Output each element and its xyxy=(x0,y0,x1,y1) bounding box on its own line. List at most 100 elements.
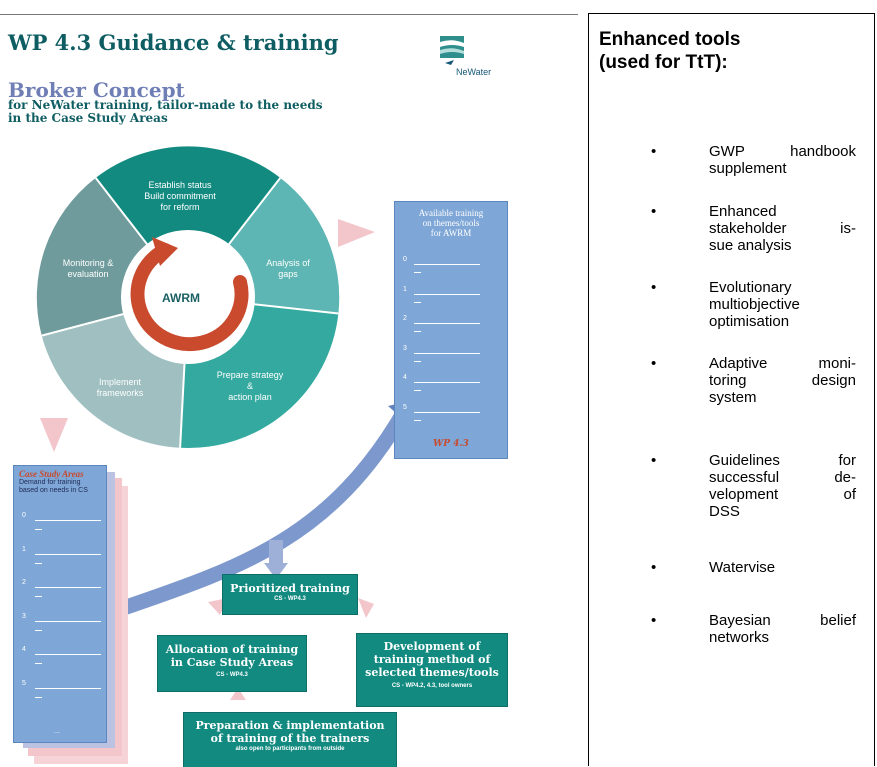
tool-item-line: optimisation xyxy=(709,313,790,330)
allocation-line-2: in Case Study Areas xyxy=(170,656,294,669)
subtitle-description: for NeWater training, tailor-made to the… xyxy=(8,99,428,125)
bullet-icon: • xyxy=(651,203,657,220)
development-line-2: training method of xyxy=(373,653,491,666)
tool-item-line: stakeholder is- xyxy=(709,220,856,237)
case-row-5: 5 xyxy=(22,679,26,687)
tool-item-line: velopment of xyxy=(709,486,856,503)
awrm-circular-arrow xyxy=(130,243,249,352)
allocation-line-1: Allocation of training xyxy=(165,643,299,656)
bullet-icon: • xyxy=(651,355,657,372)
case-row-0: 0 xyxy=(22,512,26,519)
available-row-line xyxy=(414,323,480,324)
case-row-line xyxy=(35,620,101,622)
available-row-dash xyxy=(414,360,421,362)
tool-item-line: Watervise xyxy=(709,559,776,576)
available-training-title: Available training on themes/tools for A… xyxy=(418,208,484,238)
prioritized-training-label: Prioritized training xyxy=(230,582,350,595)
case-dots: ... xyxy=(54,728,60,735)
allocation-box: Allocation of training in Case Study Are… xyxy=(157,635,307,692)
tool-item-line: toring design xyxy=(709,372,856,389)
broker-concept-panel: WP 4.3 Guidance & training NeWater Broke… xyxy=(8,30,508,767)
case-row-dash xyxy=(35,663,42,664)
allocation-sub: CS - WP4.3 xyxy=(216,672,248,678)
enhanced-tools-title-line-2: (used for TtT): xyxy=(599,52,728,73)
segment-label-prepare: Prepare strategy&action plan xyxy=(216,370,284,402)
available-row-1: 1 xyxy=(403,285,407,293)
enhanced-tools-panel: Enhanced tools (used for TtT): • GWP hand… xyxy=(588,13,875,766)
case-study-title: Case Study Areas xyxy=(19,469,84,479)
case-row-1: 1 xyxy=(22,545,26,553)
available-row-line xyxy=(414,411,480,413)
available-row-3: 3 xyxy=(403,344,407,352)
tool-item-line: Enhanced xyxy=(709,203,777,220)
case-row-line xyxy=(35,587,101,588)
top-rule xyxy=(0,14,578,15)
tool-item-line: DSS xyxy=(709,503,740,520)
segment-label-monitoring: Monitoring &evaluation xyxy=(62,258,114,279)
case-row-2: 2 xyxy=(22,579,26,586)
preparation-line-1: Preparation & implementation xyxy=(195,719,385,732)
subtitle-line-2: in the Case Study Areas xyxy=(8,111,168,125)
available-row-line xyxy=(414,293,480,295)
bullet-icon: • xyxy=(651,612,657,629)
tool-item-line: GWP handbook xyxy=(709,143,856,160)
tool-item-line: Bayesian belief xyxy=(709,612,856,629)
available-training-box: Available training on themes/tools for A… xyxy=(394,201,508,459)
tool-item-line: Guidelines for xyxy=(709,452,856,469)
case-row-3: 3 xyxy=(22,612,26,620)
case-row-dash xyxy=(35,529,42,530)
prioritized-training-sub: CS - WP4.3 xyxy=(274,596,306,602)
tool-item-line: system xyxy=(709,389,757,406)
available-row-dash xyxy=(414,301,421,303)
development-line-3: selected themes/tools xyxy=(365,666,499,679)
development-line-1: Development of xyxy=(383,640,481,653)
tool-item-line: sue analysis xyxy=(709,237,792,254)
tool-item-line: multiobjective xyxy=(709,296,800,313)
tool-item-line: successful de- xyxy=(709,469,856,486)
case-row-dash xyxy=(35,696,42,698)
case-row-dash xyxy=(35,562,42,564)
bullet-icon: • xyxy=(651,143,657,160)
tool-item-line: Adaptive moni- xyxy=(709,355,856,372)
subtitle-line-1: for NeWater training, tailor-made to the… xyxy=(8,98,323,112)
wp43-footer: WP 4.3 xyxy=(433,439,469,449)
development-sub: CS - WP4.2, 4.3, tool owners xyxy=(391,683,473,689)
available-row-dash xyxy=(414,331,421,332)
preparation-box: Preparation & implementation of training… xyxy=(183,712,397,767)
preparation-line-2: of training of the trainers xyxy=(210,732,370,745)
available-row-line xyxy=(414,352,480,354)
enhanced-tools-title-line-1: Enhanced tools xyxy=(599,29,741,50)
case-row-4: 4 xyxy=(22,646,26,653)
tool-item-line: networks xyxy=(709,629,770,646)
available-row-2: 2 xyxy=(403,315,407,322)
available-row-dash xyxy=(414,419,421,421)
cycle-segment-establish xyxy=(95,146,281,297)
newater-logo-icon xyxy=(440,36,464,65)
available-row-5: 5 xyxy=(403,403,407,411)
available-row-line xyxy=(414,382,480,383)
available-row-line xyxy=(414,264,480,265)
pink-arrow-down xyxy=(40,418,68,452)
case-row-line xyxy=(35,654,101,655)
development-box: Development of training method of select… xyxy=(356,633,508,707)
available-row-dash xyxy=(414,390,421,391)
logo-text: NeWater xyxy=(456,67,492,77)
pink-arrow-right xyxy=(338,219,375,247)
tool-item-line: Evolutionary xyxy=(709,279,792,296)
case-row-dash xyxy=(35,629,42,631)
tool-item: Watervise xyxy=(709,559,856,576)
available-row-4: 4 xyxy=(403,374,407,381)
available-row-0: 0 xyxy=(403,256,407,263)
subtitle: Broker Concept xyxy=(8,78,185,102)
prioritized-training-box: Prioritized training CS - WP4.3 xyxy=(222,574,358,615)
case-study-areas-box: Case Study Areas Demand for training bas… xyxy=(13,465,107,743)
preparation-sub: also open to participants from outside xyxy=(235,746,345,752)
